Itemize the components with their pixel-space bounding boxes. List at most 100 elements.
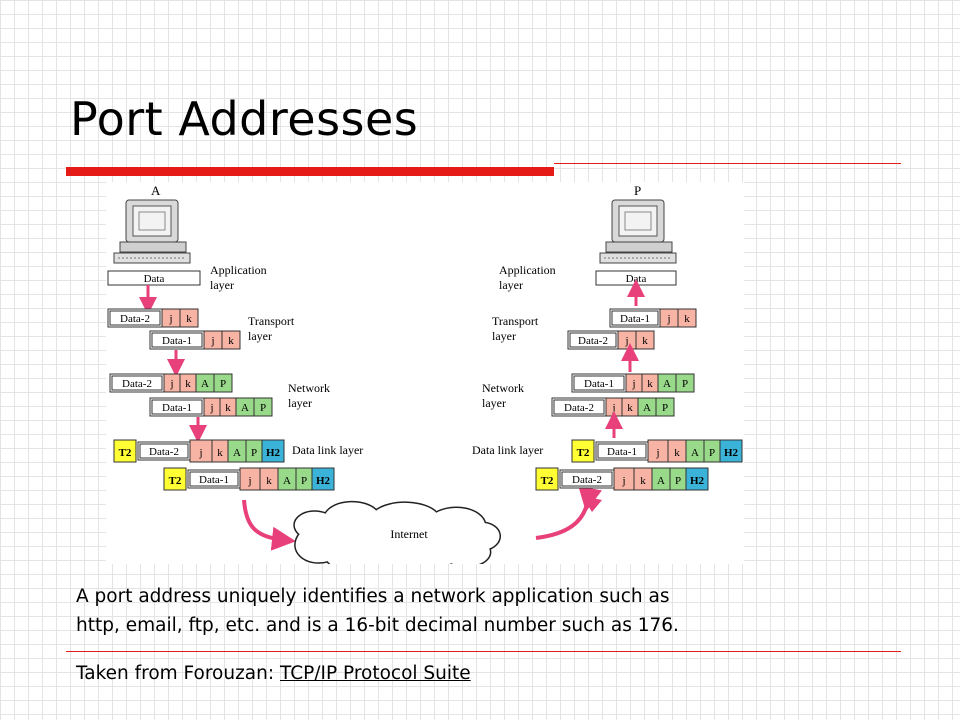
svg-text:Data-2: Data-2	[564, 402, 594, 414]
right-app-data: Data	[595, 270, 677, 286]
svg-text:Data-2: Data-2	[120, 313, 150, 325]
svg-text:k: k	[627, 402, 633, 414]
svg-text:P: P	[260, 402, 266, 414]
svg-text:A: A	[233, 447, 241, 459]
left-app-data: Data	[107, 270, 201, 286]
page-title: Port Addresses	[70, 92, 419, 146]
left-layer-transport-sub: layer	[248, 329, 272, 343]
svg-text:Data: Data	[144, 273, 165, 285]
left-layer-transport: Transport	[248, 314, 295, 328]
svg-text:Data-1: Data-1	[584, 378, 614, 390]
svg-text:Data-2: Data-2	[149, 446, 179, 458]
source-prefix: Taken from Forouzan:	[76, 663, 280, 684]
left-layer-datalink: Data link layer	[292, 443, 363, 457]
right-layer-transport: Transport	[492, 314, 539, 328]
svg-text:T2: T2	[541, 475, 554, 487]
svg-text:A: A	[657, 475, 665, 487]
svg-text:j: j	[210, 335, 214, 347]
svg-text:P: P	[682, 378, 688, 390]
svg-text:A: A	[663, 378, 671, 390]
svg-text:Data-1: Data-1	[620, 313, 650, 325]
svg-text:T2: T2	[577, 447, 590, 459]
left-arrow-to-internet	[242, 499, 296, 551]
port-address-diagram: A Data Application layer Data-2 j k Data…	[106, 182, 744, 574]
svg-text:Data-2: Data-2	[578, 335, 608, 347]
right-layer-network: Network	[482, 381, 524, 395]
source-book-title: TCP/IP Protocol Suite	[279, 663, 471, 684]
left-network-pkt-2: Data-2 j k A P	[109, 373, 233, 393]
svg-text:j: j	[209, 402, 213, 414]
svg-text:H2: H2	[724, 447, 739, 459]
right-frame-2: T2 Data-2 j k A P H2	[535, 467, 709, 491]
right-layer-network-sub: layer	[482, 396, 506, 410]
right-layer-app-sub: layer	[499, 278, 523, 292]
internet-cloud: Internet	[293, 500, 501, 574]
title-underline-bar	[66, 167, 554, 176]
svg-text:P: P	[662, 402, 668, 414]
right-network-pkt-2: Data-2 j k A P	[551, 397, 675, 417]
host-a-label: A	[151, 183, 161, 198]
svg-text:j: j	[169, 378, 173, 390]
svg-text:k: k	[186, 313, 192, 325]
svg-text:j: j	[621, 475, 625, 487]
svg-text:Data-1: Data-1	[607, 446, 637, 458]
left-network-pkt-1: Data-1 j k A P	[149, 397, 273, 417]
right-frame-1: T2 Data-1 j k A P H2	[571, 439, 743, 463]
host-p-label: P	[634, 183, 641, 198]
svg-text:k: k	[674, 447, 680, 459]
svg-text:j: j	[168, 313, 172, 325]
svg-text:H2: H2	[690, 475, 705, 487]
left-layer-app: Application	[210, 263, 267, 277]
svg-text:j: j	[631, 378, 635, 390]
left-frame-2: T2 Data-2 j k A P H2	[113, 439, 285, 463]
svg-text:k: k	[217, 447, 223, 459]
svg-text:A: A	[201, 378, 209, 390]
svg-text:j: j	[655, 447, 659, 459]
svg-text:k: k	[640, 475, 646, 487]
right-transport-seg-2: Data-2 j k	[567, 330, 655, 350]
right-layer-datalink: Data link layer	[472, 443, 543, 457]
svg-text:Data-1: Data-1	[162, 402, 192, 414]
svg-text:T2: T2	[169, 475, 182, 487]
svg-text:P: P	[251, 447, 257, 459]
computer-icon-left	[113, 199, 191, 264]
svg-text:Data-2: Data-2	[572, 474, 602, 486]
svg-text:j: j	[624, 335, 628, 347]
svg-text:H2: H2	[316, 475, 331, 487]
description-line-1: A port address uniquely identifies a net…	[76, 586, 670, 607]
internet-label: Internet	[390, 527, 428, 541]
right-layer-app: Application	[499, 263, 556, 277]
svg-text:Data-2: Data-2	[122, 378, 152, 390]
svg-text:k: k	[642, 335, 648, 347]
diagram-canvas: A Data Application layer Data-2 j k Data…	[107, 183, 743, 574]
svg-text:k: k	[228, 335, 234, 347]
computer-icon-right	[599, 199, 677, 264]
svg-text:A: A	[283, 475, 291, 487]
svg-text:A: A	[241, 402, 249, 414]
svg-text:P: P	[709, 447, 715, 459]
svg-text:T2: T2	[119, 447, 132, 459]
svg-text:H2: H2	[266, 447, 281, 459]
svg-text:A: A	[643, 402, 651, 414]
svg-text:P: P	[675, 475, 681, 487]
svg-text:P: P	[301, 475, 307, 487]
svg-text:P: P	[220, 378, 226, 390]
svg-text:A: A	[691, 447, 699, 459]
left-frame-1: T2 Data-1 j k A P H2	[163, 467, 335, 491]
svg-text:j: j	[611, 402, 615, 414]
right-arrow-from-internet	[535, 486, 602, 540]
svg-text:k: k	[185, 378, 191, 390]
svg-text:Data: Data	[626, 273, 647, 285]
title-underline-line	[554, 163, 901, 164]
right-network-pkt-1: Data-1 j k A P	[571, 373, 695, 393]
description-text: A port address uniquely identifies a net…	[76, 582, 876, 640]
right-layer-transport-sub: layer	[492, 329, 516, 343]
left-layer-network: Network	[288, 381, 330, 395]
left-layer-app-sub: layer	[210, 278, 234, 292]
svg-text:k: k	[684, 313, 690, 325]
left-transport-seg-1: Data-1 j k	[149, 330, 241, 350]
svg-text:j: j	[198, 447, 202, 459]
svg-text:Data-1: Data-1	[162, 335, 192, 347]
right-arrow-head	[582, 496, 602, 512]
footer-divider	[66, 651, 901, 652]
